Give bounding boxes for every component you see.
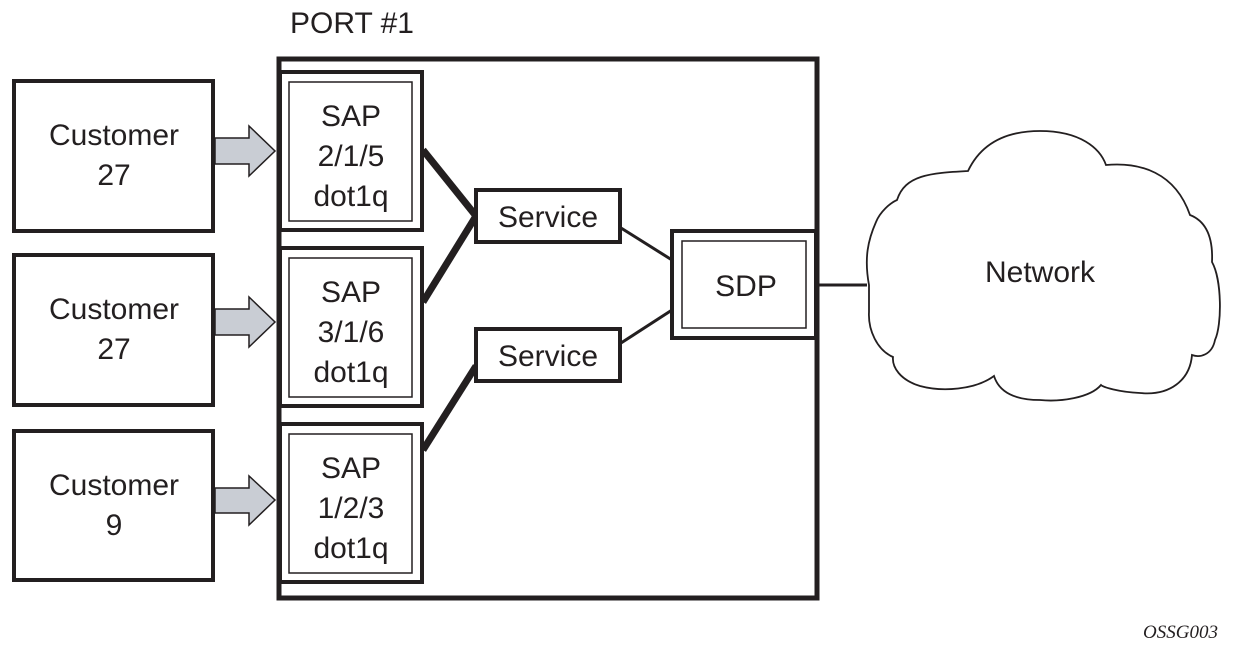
customer-3-name: Customer (49, 469, 179, 502)
sap-1-port: 2/1/5 (318, 140, 385, 173)
service-box-2: Service (474, 327, 622, 383)
sap-2-port: 3/1/6 (318, 316, 385, 349)
customer-2-name: Customer (49, 293, 179, 326)
connector-service1-sdp (620, 226, 673, 262)
sap-3-encap: dot1q (313, 532, 388, 565)
arrow-icon (214, 295, 277, 349)
network-cloud-icon (865, 130, 1221, 402)
arrow-icon (214, 474, 277, 527)
figure-id: OSSG003 (1143, 622, 1218, 643)
customer-box-2: Customer 27 (12, 253, 215, 407)
customer-1-id: 27 (97, 159, 130, 192)
customer-2-id: 27 (97, 333, 130, 366)
port-label: PORT #1 (290, 7, 414, 40)
sap-3-title: SAP (321, 452, 381, 485)
service-box-1: Service (474, 188, 622, 244)
network-label: Network (985, 256, 1096, 289)
sap-box-1: SAP 2/1/5 dot1q (278, 70, 424, 232)
sdp-label: SDP (715, 270, 777, 303)
customer-box-1: Customer 27 (12, 79, 215, 233)
sap-2-title: SAP (321, 276, 381, 309)
sap-1-encap: dot1q (313, 180, 388, 213)
sap-1-title: SAP (321, 100, 381, 133)
service-1-label: Service (498, 201, 598, 234)
connector-sap1-service1 (420, 147, 479, 219)
sdp-box: SDP (670, 229, 818, 340)
service-2-label: Service (498, 340, 598, 373)
sap-box-2: SAP 3/1/6 dot1q (278, 246, 424, 408)
connector-sap2-service1 (420, 214, 479, 304)
customer-box-3: Customer 9 (12, 429, 215, 582)
connector-service2-sdp (620, 308, 673, 345)
customer-3-id: 9 (106, 509, 123, 542)
sap-box-3: SAP 1/2/3 dot1q (278, 422, 424, 584)
arrow-icon (214, 124, 277, 178)
customer-1-name: Customer (49, 119, 179, 152)
sap-2-encap: dot1q (313, 356, 388, 389)
sap-3-port: 1/2/3 (318, 492, 385, 525)
connector-sap3-service2 (420, 364, 479, 452)
